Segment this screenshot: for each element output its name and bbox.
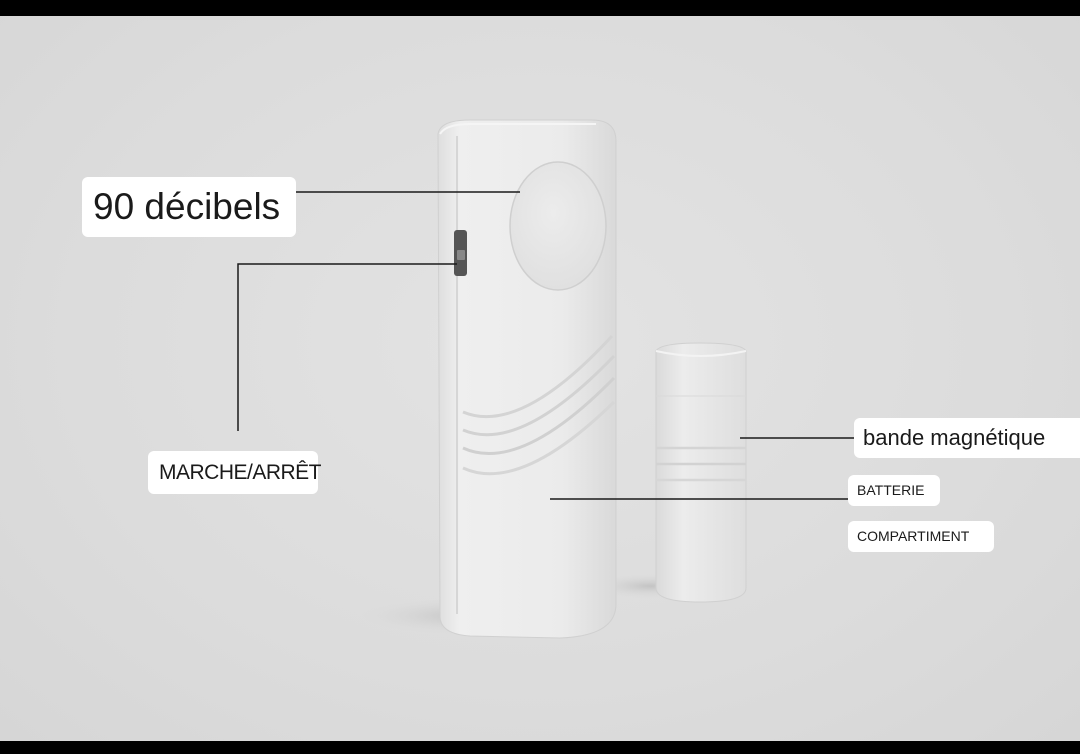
callout-onoff bbox=[237, 263, 457, 431]
letterbox-top bbox=[0, 0, 1080, 16]
magnet-unit bbox=[655, 342, 747, 603]
label-magnetic-strip: bande magnétique bbox=[854, 418, 1080, 458]
letterbox-bottom bbox=[0, 741, 1080, 754]
callout-lines bbox=[237, 191, 854, 500]
label-battery: BATTERIE bbox=[848, 475, 940, 506]
speaker-icon bbox=[509, 161, 607, 291]
product-photo: 90 décibels MARCHE/ARRÊT bande magnétiqu… bbox=[0, 16, 1080, 741]
door-alarm-illustration bbox=[237, 119, 854, 639]
alarm-unit bbox=[437, 119, 617, 639]
label-on-off: MARCHE/ARRÊT bbox=[148, 451, 322, 494]
label-decibels: 90 décibels bbox=[82, 177, 296, 237]
label-compartment: COMPARTIMENT bbox=[848, 521, 994, 552]
